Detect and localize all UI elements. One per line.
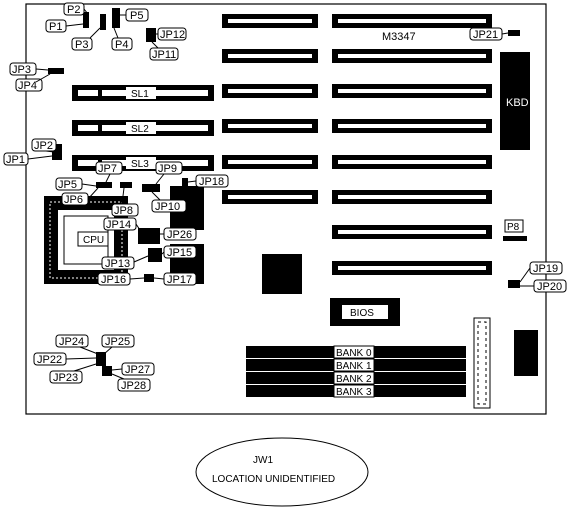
jumper-jp19-label: JP19: [533, 263, 558, 275]
jumper-jp18-label: JP18: [199, 176, 224, 188]
legend-jumper-label: JW1: [253, 455, 273, 466]
bios-label: BIOS: [350, 308, 374, 319]
jumper-jp15-label: JP15: [167, 247, 192, 259]
jumper-jp6-label: JP6: [64, 194, 83, 206]
keyboard-connector: [500, 52, 530, 150]
jumper-jp28-label: JP28: [121, 380, 146, 392]
jumper-jp5-label: JP5: [58, 179, 77, 191]
memory-bank-1: BANK 1: [246, 358, 466, 372]
jumper-jp3-label: JP3: [12, 64, 31, 76]
p8-connector: [503, 236, 527, 241]
slot-sl2-label: SL2: [131, 124, 149, 135]
board-model-label: M3347: [382, 31, 416, 43]
jumper-jp4-label: JP4: [18, 80, 37, 92]
expansion-slot-gaps-right: [338, 19, 486, 270]
keyboard-label: KBD: [506, 97, 529, 109]
jumper-p4-label: P4: [115, 39, 128, 51]
jumper-jp7-label: JP7: [98, 163, 117, 175]
jumper-jp17-label: JP17: [167, 274, 192, 286]
bank-1-label: BANK 1: [336, 361, 372, 372]
bank-2-label: BANK 2: [336, 374, 372, 385]
p8-box: [504, 219, 524, 233]
jumper-pin-blocks: [48, 8, 520, 465]
slot-sl3-label: SL3: [131, 159, 149, 170]
jumper-jp27-label: JP27: [125, 364, 150, 376]
local-bus-slot-sl3: SL3: [72, 155, 214, 171]
leader-lines: [27, 8, 534, 460]
power-connector: [473, 317, 491, 409]
jumper-label-boxes: [3, 2, 567, 466]
local-bus-slot-sl2: SL2: [72, 120, 214, 136]
bank-3-label: BANK 3: [336, 387, 372, 398]
jumper-jp11-label: JP11: [152, 49, 176, 61]
power-connector-pins: [477, 321, 487, 405]
external-connector: [514, 330, 538, 376]
jumper-jp20-label: JP20: [537, 281, 562, 293]
legend-ellipse: [195, 437, 369, 507]
jumper-jp8-label: JP8: [114, 205, 133, 217]
jumper-jp2-label: JP2: [34, 140, 53, 152]
bios-label-plate: [342, 305, 388, 319]
jumper-jp14-label: JP14: [106, 219, 131, 231]
jumper-p1-label: P1: [49, 21, 62, 33]
jumper-jp22-label: JP22: [37, 354, 62, 366]
jumper-p3-label: P3: [75, 39, 88, 51]
memory-bank-2: BANK 2: [246, 371, 466, 385]
memory-bank-3: BANK 3: [246, 384, 466, 398]
jumper-jp26-label: JP26: [167, 229, 192, 241]
bank-0-label: BANK 0: [336, 348, 372, 359]
expansion-slot-gaps-middle: [228, 19, 312, 199]
jumper-jp16-label: JP16: [101, 274, 126, 286]
jumper-jp25-label: JP25: [105, 336, 130, 348]
local-bus-slot-sl1: SL1: [72, 85, 214, 101]
jumper-jp21-label: JP21: [473, 29, 498, 41]
jumper-jp12-label: JP12: [160, 29, 185, 41]
chipset-chip: [262, 254, 302, 294]
jumper-jp1-label: JP1: [6, 154, 25, 166]
jumper-jp13-label: JP13: [105, 258, 130, 270]
jumper-jp24-label: JP24: [59, 336, 84, 348]
memory-bank-0: BANK 0: [246, 345, 466, 359]
legend-caption: LOCATION UNIDENTIFIED: [212, 474, 335, 485]
p8-label: P8: [507, 222, 520, 233]
cpu-label: CPU: [83, 235, 104, 246]
jumper-p5-label: P5: [130, 10, 143, 22]
jumper-p2-label: P2: [67, 4, 80, 16]
slot-sl1-label: SL1: [131, 89, 149, 100]
jumper-jp9-label: JP9: [158, 163, 177, 175]
jumper-jp10-label: JP10: [155, 201, 180, 213]
jumper-jp23-label: JP23: [53, 372, 78, 384]
